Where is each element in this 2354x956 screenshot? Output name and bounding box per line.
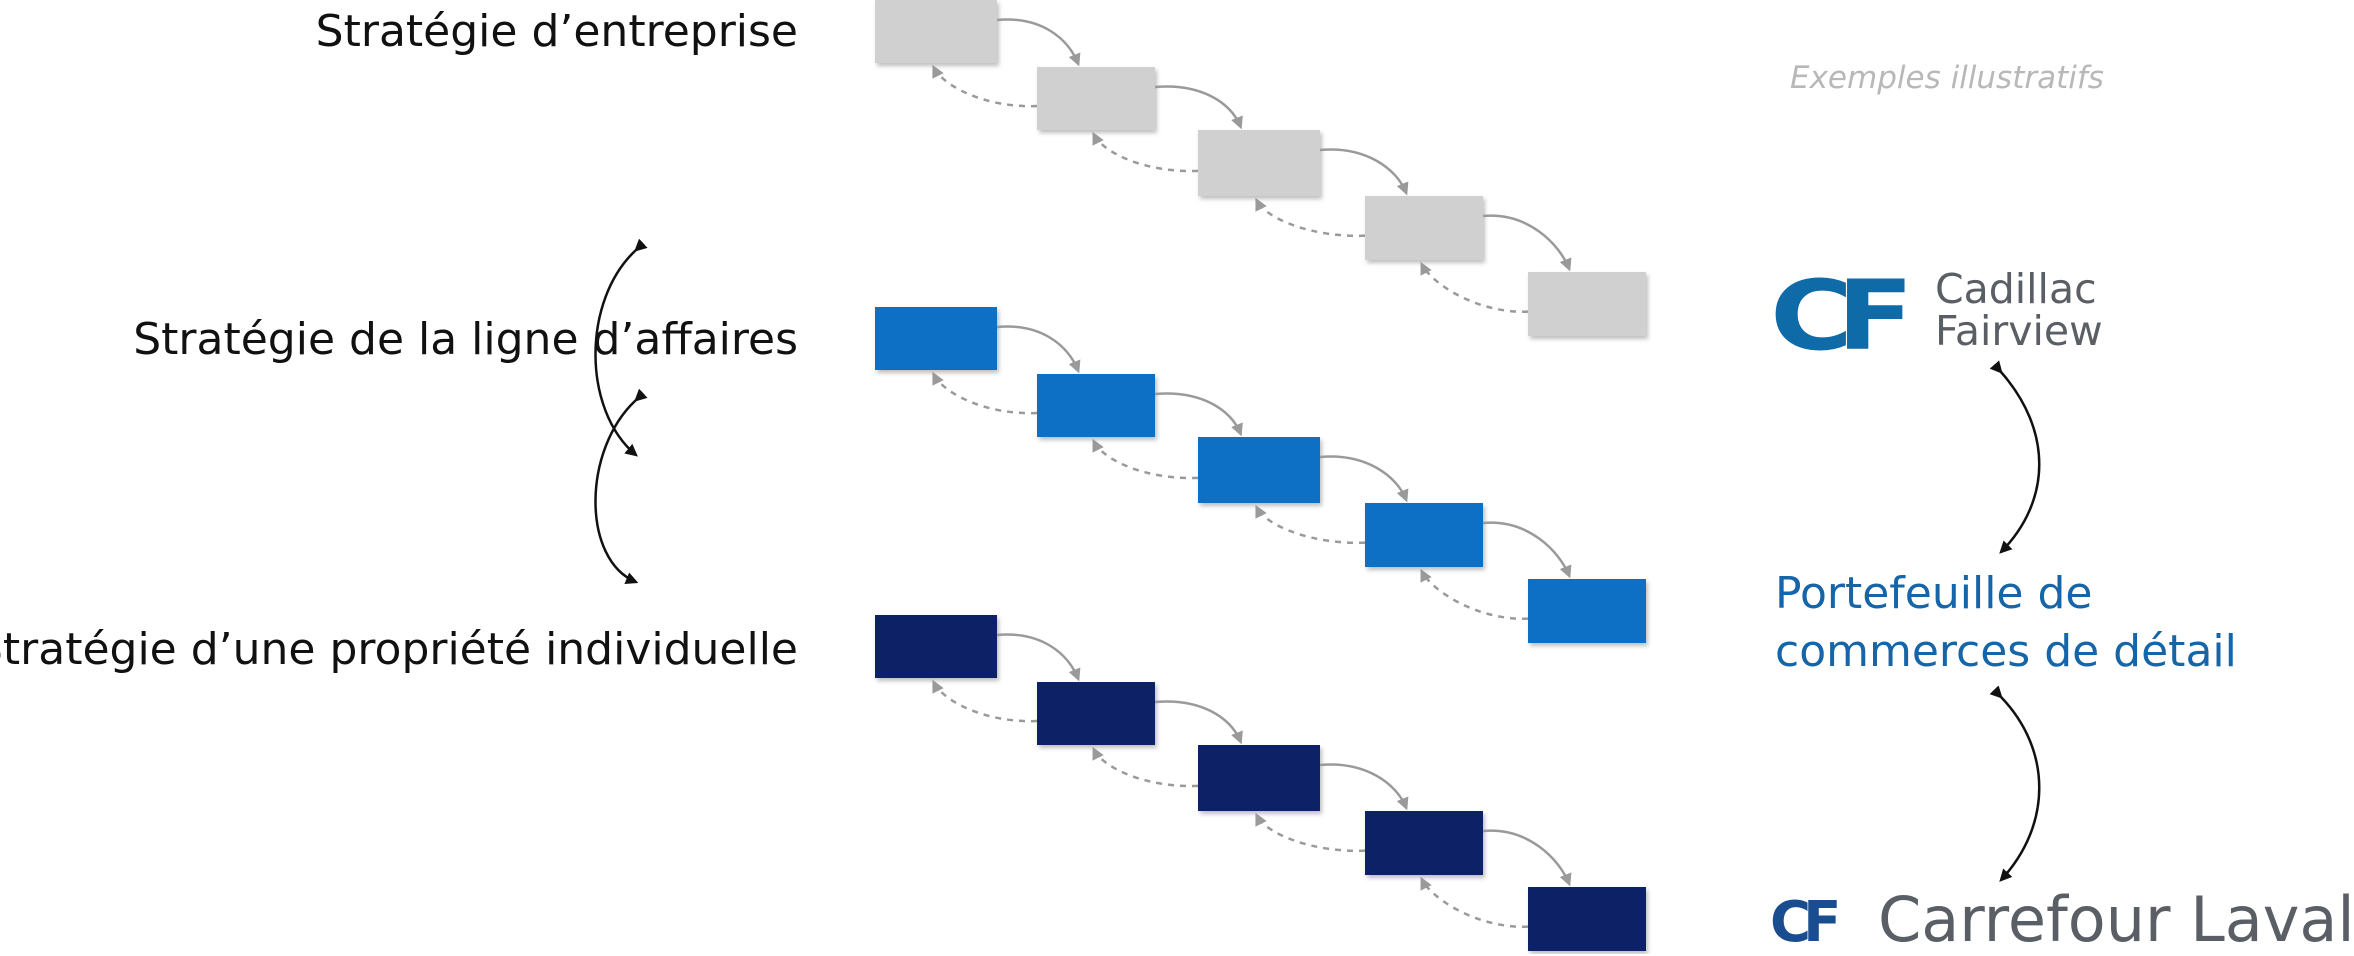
level-label-business-line: Stratégie de la ligne d’affaires (133, 314, 798, 365)
cascade-box (875, 615, 997, 678)
portfolio-line-2: commerces de détail (1775, 626, 2237, 677)
cascade-feedback-arrow (932, 64, 1038, 108)
cascade-feedback-arrow (932, 371, 1038, 415)
cf-logo-mark-small: CF (1770, 890, 1841, 955)
cascade-box (1365, 503, 1483, 567)
level-label-property: Stratégie d’une propriété individuelle (0, 624, 798, 675)
cascade-forward-arrow (996, 18, 1081, 67)
logo-line-2: Fairview (1935, 307, 2103, 355)
cascade-forward-arrow (1482, 521, 1572, 579)
cascade-feedback-arrow (1255, 504, 1366, 545)
cascade-feedback-arrow (932, 679, 1038, 723)
cf-logo-mark: CF (1770, 260, 1914, 372)
cascade-forward-arrow (1319, 148, 1409, 196)
cascade-box (1198, 130, 1320, 196)
cascade-level-2 (875, 307, 1646, 643)
cascade-box (1528, 579, 1646, 643)
cascade-feedback-arrow (1420, 876, 1529, 928)
cascade-box (1037, 374, 1155, 437)
cascade-forward-arrow (1482, 214, 1572, 272)
carrefour-laval-wordmark: Carrefour Laval (1878, 883, 2354, 956)
link-arrow-right-2 (1989, 685, 2041, 882)
cascade-box (1198, 437, 1320, 503)
cascade-feedback-arrow (1092, 746, 1199, 788)
cascade-box (1037, 67, 1155, 130)
portfolio-line-1: Portefeuille de (1775, 568, 2093, 619)
cascade-forward-arrow (1482, 829, 1572, 887)
cascade-forward-arrow (996, 633, 1081, 682)
cascade-level-1 (875, 0, 1646, 336)
cascade-box (875, 307, 997, 370)
illustrative-note: Exemples illustratifs (1790, 60, 2104, 96)
cascade-feedback-arrow (1255, 812, 1366, 853)
cascade-box (1528, 887, 1646, 951)
cascade-forward-arrow (1154, 392, 1243, 437)
cascade-forward-arrow (1319, 455, 1409, 503)
link-arrow-right-1 (1989, 360, 2041, 554)
cascade-box (1365, 811, 1483, 875)
cascade-level-3 (875, 615, 1646, 951)
logo-line-1: Cadillac (1935, 265, 2097, 313)
link-arrow-2 (594, 388, 648, 584)
level-label-company: Stratégie d’entreprise (315, 6, 798, 57)
cascade-feedback-arrow (1255, 197, 1366, 238)
cascade-box (1365, 196, 1483, 260)
cascade-forward-arrow (1154, 85, 1243, 130)
cascade-forward-arrow (996, 325, 1081, 374)
cascade-feedback-arrow (1420, 261, 1529, 313)
cascade-feedback-arrow (1420, 568, 1529, 620)
cascade-forward-arrow (1319, 763, 1409, 811)
cascade-feedback-arrow (1092, 131, 1199, 173)
link-arrow-1 (594, 238, 648, 457)
cascade-box (1198, 745, 1320, 811)
cadillac-fairview-wordmark: Cadillac Fairview (1935, 268, 2103, 352)
portfolio-label: Portefeuille de commerces de détail (1775, 565, 2237, 681)
cascade-box (1037, 682, 1155, 745)
cascade-box (875, 0, 997, 63)
cascade-feedback-arrow (1092, 438, 1199, 480)
cascade-forward-arrow (1154, 700, 1243, 745)
cascade-box (1528, 272, 1646, 336)
